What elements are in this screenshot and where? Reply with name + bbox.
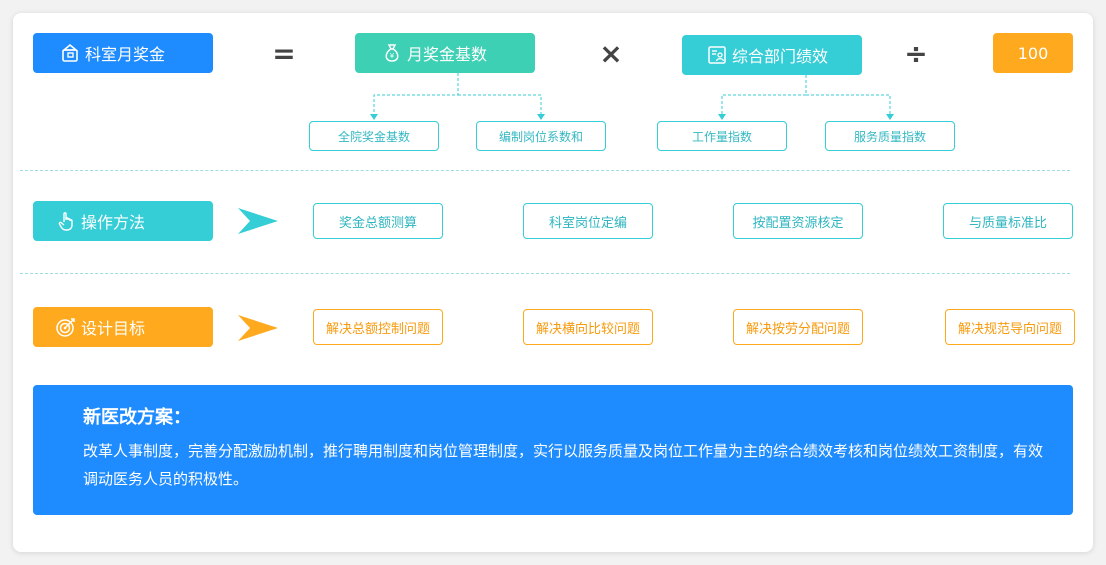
- constant-badge: 100: [993, 33, 1073, 73]
- banner-body: 改革人事制度，完善分配激励机制，推行聘用制度和岗位管理制度，实行以服务质量及岗位…: [83, 442, 1044, 488]
- method-item-2: 科室岗位定编: [523, 203, 653, 239]
- divider-1: [20, 170, 1070, 171]
- base-text: 月奖金基数: [407, 45, 488, 64]
- dept-performance-label: 综合部门绩效: [682, 35, 862, 75]
- workload-index-box: 工作量指数: [657, 121, 787, 151]
- goals-text: 设计目标: [81, 319, 146, 338]
- result-text: 科室月奖金: [85, 45, 166, 64]
- divider-2: [20, 273, 1070, 274]
- goal-item-4: 解决规范导向问题: [945, 309, 1075, 345]
- goal-item-2: 解决横向比较问题: [523, 309, 653, 345]
- hand-pointer-icon: [55, 210, 77, 232]
- document-user-icon: [706, 44, 728, 66]
- monthly-bonus-label: 科室月奖金: [33, 33, 213, 73]
- formula-connectors: [370, 73, 894, 120]
- perf-text: 综合部门绩效: [732, 47, 829, 66]
- reform-banner: 新医改方案： 改革人事制度，完善分配激励机制，推行聘用制度和岗位管理制度，实行以…: [33, 385, 1073, 515]
- post-coefficient-box: 编制岗位系数和: [476, 121, 606, 151]
- money-bag-icon: ¥: [381, 42, 403, 64]
- method-item-4: 与质量标准比: [943, 203, 1073, 239]
- hospital-bonus-base-box: 全院奖金基数: [309, 121, 439, 151]
- banner-title: 新医改方案：: [83, 407, 191, 428]
- constant-text: 100: [1017, 43, 1049, 63]
- method-item-3: 按配置资源核定: [733, 203, 863, 239]
- goals-label: 设计目标: [33, 307, 213, 347]
- bonus-base-label: ¥ 月奖金基数: [355, 33, 535, 73]
- wallet-icon: [59, 42, 81, 64]
- target-icon: [55, 316, 77, 338]
- goal-item-1: 解决总额控制问题: [313, 309, 443, 345]
- service-quality-index-box: 服务质量指数: [825, 121, 955, 151]
- goal-item-3: 解决按劳分配问题: [733, 309, 863, 345]
- methods-text: 操作方法: [81, 213, 146, 232]
- methods-arrow-icon: [238, 208, 278, 234]
- multiply-sign: ×: [599, 37, 623, 70]
- divide-sign: ÷: [904, 37, 928, 70]
- svg-text:¥: ¥: [390, 52, 395, 60]
- methods-label: 操作方法: [33, 201, 213, 241]
- method-item-1: 奖金总额测算: [313, 203, 443, 239]
- goals-arrow-icon: [238, 315, 278, 341]
- equals-sign: =: [272, 37, 296, 70]
